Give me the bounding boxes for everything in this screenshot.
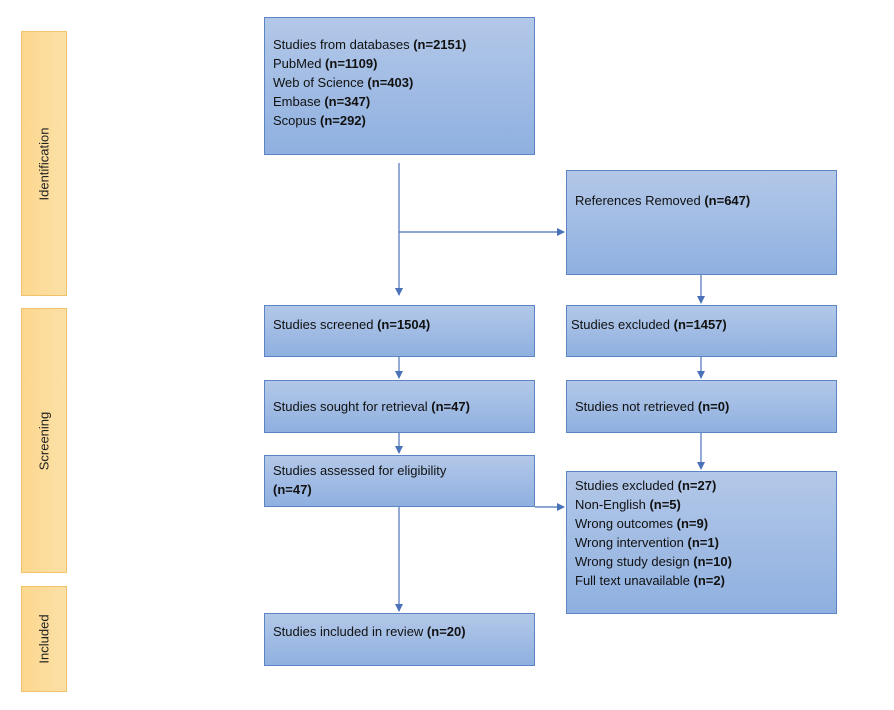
studies-excluded-screening-box: Studies excluded (n=1457): [566, 305, 837, 357]
databases-line: Studies from databases (n=2151): [273, 37, 467, 52]
phase-included: Included: [21, 586, 67, 692]
embase-line: Embase (n=347): [273, 94, 371, 109]
databases-box: Studies from databases (n=2151) PubMed (…: [264, 17, 535, 155]
excluded-total-line: Studies excluded (n=27): [575, 478, 717, 493]
phase-screening: Screening: [21, 308, 67, 573]
references-removed-box: References Removed (n=647): [566, 170, 837, 275]
scopus-line: Scopus (n=292): [273, 113, 366, 128]
full-text-unavailable-line: Full text unavailable (n=2): [575, 573, 725, 588]
studies-excluded-eligibility-box: Studies excluded (n=27) Non-English (n=5…: [566, 471, 837, 614]
prisma-flow-diagram: Identification Screening Included Studie…: [7, 0, 887, 710]
web-of-science-line: Web of Science (n=403): [273, 75, 414, 90]
studies-included-box: Studies included in review (n=20): [264, 613, 535, 666]
wrong-study-design-line: Wrong study design (n=10): [575, 554, 732, 569]
wrong-intervention-line: Wrong intervention (n=1): [575, 535, 719, 550]
flow-arrows: [395, 163, 705, 612]
studies-sought-box: Studies sought for retrieval (n=47): [264, 380, 535, 433]
studies-screened-box: Studies screened (n=1504): [264, 305, 535, 357]
studies-assessed-box: Studies assessed for eligibility (n=47): [264, 455, 535, 507]
pubmed-line: PubMed (n=1109): [273, 56, 378, 71]
phase-identification: Identification: [21, 31, 67, 296]
wrong-outcomes-line: Wrong outcomes (n=9): [575, 516, 709, 531]
studies-not-retrieved-box: Studies not retrieved (n=0): [566, 380, 837, 433]
non-english-line: Non-English (n=5): [575, 497, 681, 512]
